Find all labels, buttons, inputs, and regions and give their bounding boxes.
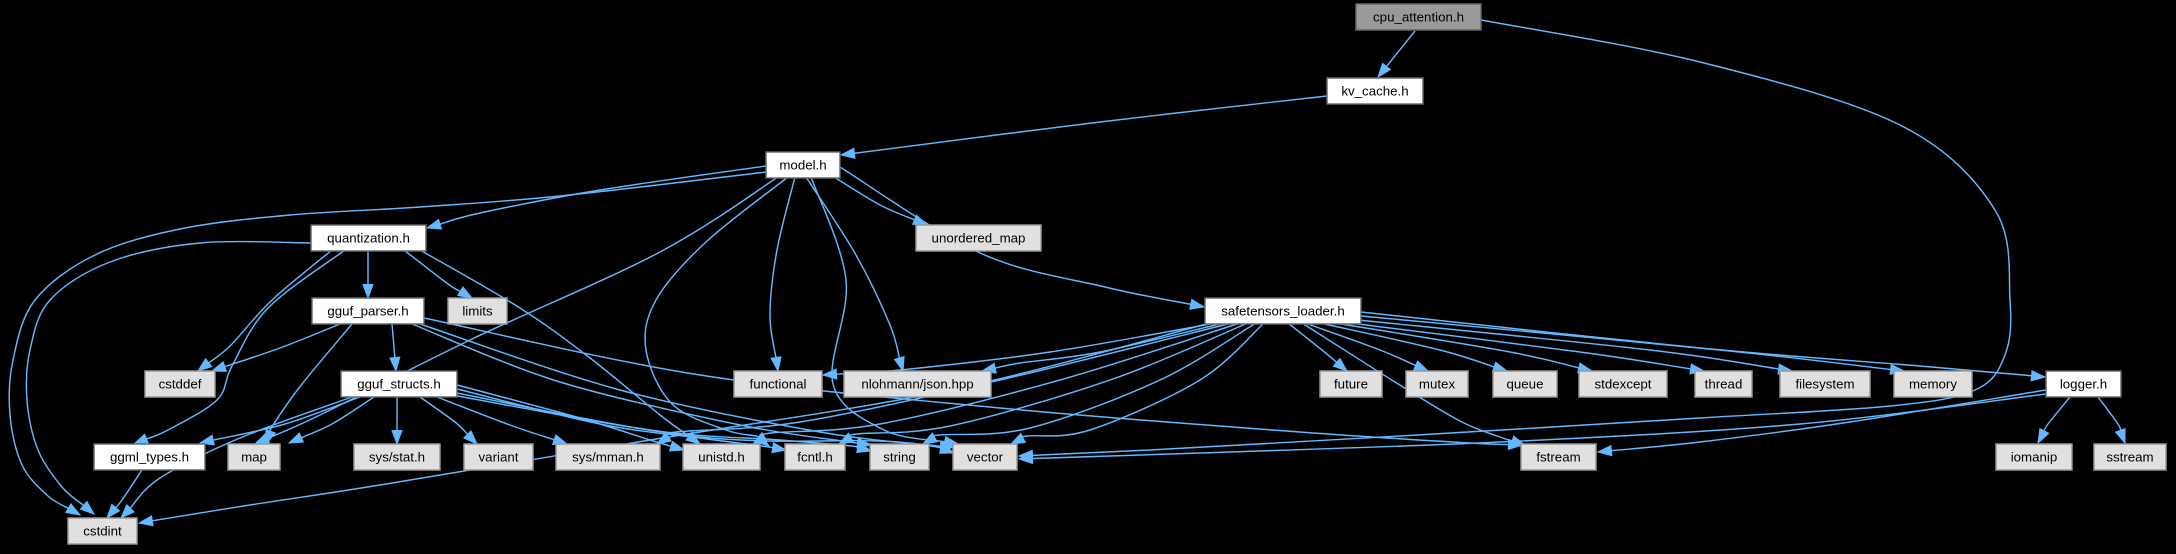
svg-text:nlohmann/json.hpp: nlohmann/json.hpp xyxy=(861,377,973,392)
svg-text:future: future xyxy=(1334,377,1368,392)
svg-text:model.h: model.h xyxy=(779,158,826,173)
svg-text:fstream: fstream xyxy=(1536,450,1580,465)
svg-text:cpu_attention.h: cpu_attention.h xyxy=(1373,10,1464,25)
svg-text:cstddef: cstddef xyxy=(159,377,202,392)
svg-text:gguf_parser.h: gguf_parser.h xyxy=(327,304,408,319)
svg-text:mutex: mutex xyxy=(1419,377,1456,392)
svg-text:vector: vector xyxy=(967,450,1004,465)
svg-text:iomanip: iomanip xyxy=(2011,450,2058,465)
svg-text:unordered_map: unordered_map xyxy=(932,231,1026,246)
svg-text:map: map xyxy=(241,450,267,465)
svg-text:queue: queue xyxy=(1507,377,1544,392)
svg-text:sstream: sstream xyxy=(2106,450,2153,465)
svg-text:kv_cache.h: kv_cache.h xyxy=(1341,84,1408,99)
svg-text:cstdint: cstdint xyxy=(83,524,122,539)
svg-text:stdexcept: stdexcept xyxy=(1595,377,1652,392)
svg-text:safetensors_loader.h: safetensors_loader.h xyxy=(1221,304,1344,319)
svg-text:quantization.h: quantization.h xyxy=(327,231,410,246)
svg-text:filesystem: filesystem xyxy=(1795,377,1854,392)
svg-text:ggml_types.h: ggml_types.h xyxy=(110,450,189,465)
svg-text:functional: functional xyxy=(750,377,807,392)
svg-text:memory: memory xyxy=(1909,377,1957,392)
svg-text:thread: thread xyxy=(1705,377,1743,392)
svg-text:fcntl.h: fcntl.h xyxy=(797,450,832,465)
svg-text:variant: variant xyxy=(479,450,519,465)
svg-text:sys/mman.h: sys/mman.h xyxy=(572,450,644,465)
svg-text:unistd.h: unistd.h xyxy=(698,450,745,465)
svg-text:string: string xyxy=(883,450,916,465)
svg-text:limits: limits xyxy=(462,304,493,319)
svg-text:logger.h: logger.h xyxy=(2060,377,2107,392)
svg-text:gguf_structs.h: gguf_structs.h xyxy=(357,377,441,392)
svg-text:sys/stat.h: sys/stat.h xyxy=(369,450,425,465)
